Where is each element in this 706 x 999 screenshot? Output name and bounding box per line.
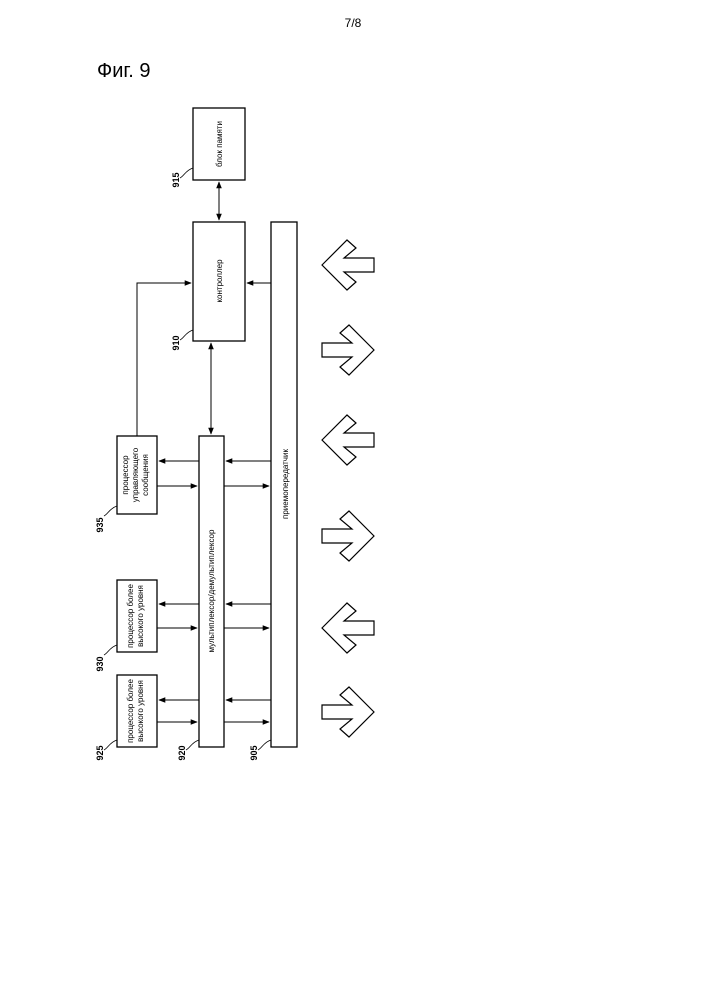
memory-label: блок памяти — [215, 121, 224, 167]
upper-processor-925-label-1: процессор более — [126, 679, 135, 743]
control-message-processor-label-2: управляющего — [131, 447, 140, 502]
ref-925: 925 — [95, 745, 105, 760]
control-message-processor-label-1: процессор — [121, 455, 130, 495]
ref-905: 905 — [249, 745, 259, 760]
signal-arrow-left-icon — [322, 240, 374, 290]
mux-label: мультиплексор/демультиплексор — [207, 529, 216, 652]
signal-arrow-right-icon — [322, 511, 374, 561]
transceiver-label: приемопередатчик — [281, 449, 290, 519]
controller-label: контроллер — [215, 259, 224, 303]
ref-905-leader — [258, 740, 271, 750]
upper-processor-925-label-2: высокого уровня — [136, 680, 145, 742]
ref-920: 920 — [177, 745, 187, 760]
ref-910: 910 — [171, 335, 181, 350]
ref-925-leader — [104, 740, 117, 750]
signal-arrow-left-icon — [322, 415, 374, 465]
ref-930: 930 — [95, 656, 105, 671]
ref-920-leader — [186, 740, 199, 750]
ref-915-leader — [180, 168, 193, 178]
signal-arrow-right-icon — [322, 325, 374, 375]
ref-915: 915 — [171, 172, 181, 187]
ref-935-leader — [104, 506, 117, 516]
upper-processor-930-label-1: процессор более — [126, 584, 135, 648]
control-processor-to-controller-link — [137, 283, 191, 436]
ref-935: 935 — [95, 517, 105, 532]
upper-processor-930-label-2: высокого уровня — [136, 585, 145, 647]
control-message-processor-label-3: сообщения — [141, 454, 150, 496]
ref-910-leader — [180, 330, 193, 340]
ref-930-leader — [104, 645, 117, 655]
signal-arrow-right-icon — [322, 687, 374, 737]
signal-arrow-left-icon — [322, 603, 374, 653]
